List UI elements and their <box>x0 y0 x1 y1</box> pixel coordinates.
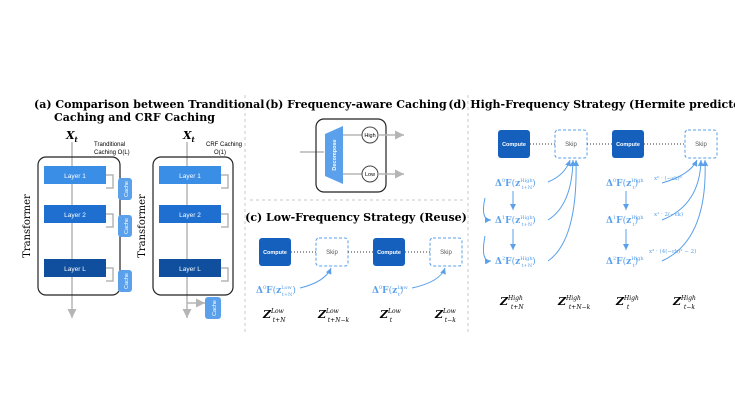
low-label: Low <box>365 172 375 178</box>
skip-loop-2-right <box>221 213 229 228</box>
skip-block-c2 <box>429 237 463 267</box>
predict-arrow-r0 <box>661 159 698 184</box>
skip-label-c1: Skip <box>326 250 338 256</box>
layerL-left-label: Layer L <box>64 266 86 273</box>
panel-a-title-line1: (a) Comparison between Tranditional <box>34 98 264 111</box>
panel-c: (c) Low-Frequency Strategy (Reuse) Compu… <box>245 211 467 324</box>
layer2-left-label: Layer 2 <box>64 212 86 219</box>
cache-1-left <box>118 178 132 200</box>
trad-caching-label-1: Tranditional <box>94 142 125 148</box>
hermite-coef-0: x⁰ · (−εk)⁰ <box>654 175 683 182</box>
reuse-arrow-c2 <box>411 267 446 289</box>
transformer-label-left: Transformer <box>22 194 33 258</box>
skip-loop-1-right <box>221 174 229 189</box>
panel-d-title: (d) High-Frequency Strategy (Hermite pre… <box>448 98 735 111</box>
layer1-left <box>44 166 106 184</box>
compute-label-c1: Compute <box>263 250 287 256</box>
hermite-coef-2: x² · (4(−εk)² − 2) <box>649 248 696 255</box>
freq-block <box>315 118 387 193</box>
compute-label-d1: Compute <box>502 142 526 148</box>
layerL-left <box>44 259 106 277</box>
xt-label-left: Xt <box>65 129 79 144</box>
predict-arrow-r2 <box>661 159 709 262</box>
high-label: High <box>364 133 375 139</box>
compute-label-c2: Compute <box>377 250 401 256</box>
predict-arrow-r1 <box>661 159 704 221</box>
hermite-coef-1: x¹ · 2(−εk) <box>654 211 683 218</box>
cache-2-left <box>118 215 132 237</box>
layer1-right-label: Layer 1 <box>179 173 201 180</box>
crf-caching-label-2: O(1) <box>214 150 226 156</box>
layer1-right <box>159 166 221 184</box>
cache-2-left-label: Cache <box>124 218 130 234</box>
cache-right <box>205 297 221 319</box>
xt-label-right: Xt <box>182 129 196 144</box>
panel-a-title-line2: Caching and CRF Caching <box>54 111 215 124</box>
skip-label-c2: Skip <box>440 250 452 256</box>
skip-label-d2: Skip <box>695 142 707 148</box>
deriv-loop-left-1 <box>483 197 492 223</box>
decompose-block <box>325 126 343 184</box>
cache-right-label: Cache <box>212 300 218 316</box>
reuse-arrow-c1 <box>299 267 332 289</box>
layer2-right-label: Layer 2 <box>179 212 201 219</box>
cache-L-left <box>118 270 132 292</box>
panel-b-title: (b) Frequency-aware Caching <box>265 98 447 111</box>
skip-label-d1: Skip <box>565 142 577 148</box>
decompose-label: Decompose <box>332 139 338 170</box>
predict-arrow-d2 <box>547 159 580 262</box>
compute-label-d2: Compute <box>616 142 640 148</box>
layer1-left-label: Layer 1 <box>64 173 86 180</box>
cache-1-left-label: Cache <box>124 181 130 197</box>
transformer-label-right: Transformer <box>137 194 148 258</box>
skip-block-d2 <box>684 129 718 159</box>
layer2-left <box>44 205 106 223</box>
panel-a: (a) Comparison between Tranditional Cach… <box>22 98 264 319</box>
layer2-right <box>159 205 221 223</box>
panel-d: (d) High-Frequency Strategy (Hermite pre… <box>448 98 735 311</box>
cache-L-left-label: Cache <box>124 273 130 289</box>
compute-block-c2 <box>373 238 405 266</box>
panel-c-title: (c) Low-Frequency Strategy (Reuse) <box>245 211 467 224</box>
layerL-right <box>159 259 221 277</box>
compute-block-d1 <box>498 130 530 158</box>
layerL-right-label: Layer L <box>179 266 201 273</box>
panel-b: (b) Frequency-aware Caching Decompose Hi… <box>265 98 447 193</box>
compute-block-c1 <box>259 238 291 266</box>
compute-block-d2 <box>612 130 644 158</box>
skip-loop-L-left <box>106 267 114 282</box>
transformer-block-right <box>152 156 234 296</box>
deriv-loop-left-2 <box>483 235 492 265</box>
predict-arrow-d0 <box>547 159 571 183</box>
crf-caching-label-1: CRF Caching <box>206 142 242 148</box>
trad-caching-label-2: Caching O(L) <box>94 150 130 156</box>
skip-loop-L-right <box>221 267 229 282</box>
skip-loop-2-left <box>106 213 114 228</box>
skip-loop-1-left <box>106 174 114 189</box>
predict-arrow-d1 <box>547 159 576 221</box>
